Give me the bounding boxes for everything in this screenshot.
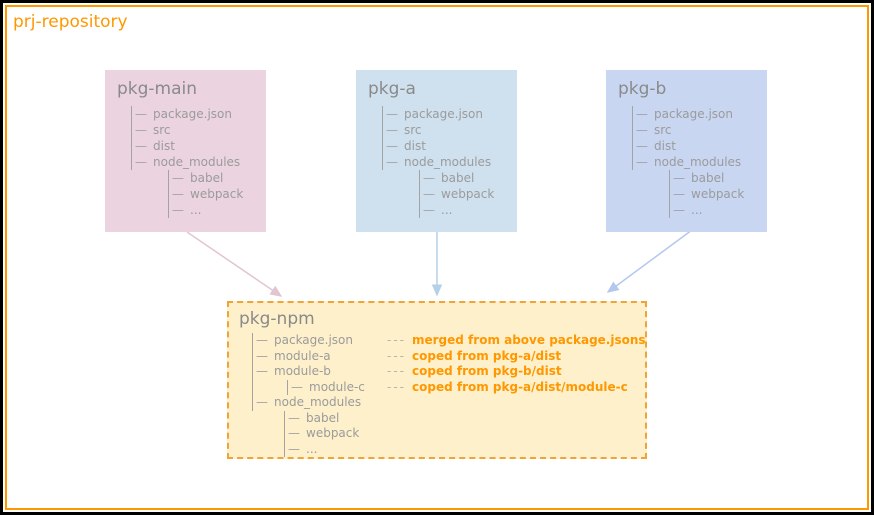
tree-item-package.json: package.json [132, 106, 266, 122]
tree-item-dist: dist [132, 138, 266, 154]
annotation: --- coped from pkg-a/dist/module-c [387, 380, 628, 396]
tree-item-label: node_modules [633, 155, 741, 169]
tree-item-label: webpack [169, 187, 243, 201]
tree-item-label: ... [670, 203, 702, 217]
tree-sub-branch: module-c [287, 379, 365, 395]
tree-item-label: node_modules [383, 155, 491, 169]
tree-item-label: module-b [253, 364, 331, 378]
tree-item-label: package.json [253, 333, 353, 347]
diagram-canvas: prj-repository pkg-main package.json src d… [3, 3, 871, 512]
tree-item-label: dist [132, 139, 175, 153]
annotation-text: coped from pkg-a/dist/module-c [412, 379, 628, 394]
tree-item-label: ... [169, 203, 201, 217]
tree-item-label: ... [420, 203, 452, 217]
tree-item-label: babel [420, 171, 474, 185]
annotation-dash: --- [387, 333, 406, 347]
tree-item-node_modules: node_modules [633, 154, 767, 170]
tree-item-package.json: package.json [633, 106, 767, 122]
tree-item-...: ... [169, 202, 266, 218]
tree-item-node_modules: node_modules [253, 395, 645, 411]
annotation-dash: --- [387, 364, 406, 378]
tree-item-module-b: module-b --- coped from pkg-b/dist [253, 364, 645, 380]
annotation-text: coped from pkg-b/dist [412, 364, 562, 378]
tree-item-label: src [132, 123, 171, 137]
tree-branch: package.json src dist node_modules [131, 106, 266, 170]
annotation: --- coped from pkg-b/dist [387, 364, 562, 380]
tree-item-src: src [132, 122, 266, 138]
tree-item-label: dist [633, 139, 676, 153]
pkg-b-file-tree: package.json src dist node_modules babel web… [632, 106, 767, 218]
tree-branch: package.json src dist node_modules [382, 106, 517, 170]
annotation: --- coped from pkg-a/dist [387, 349, 561, 365]
pkg-npm-box: pkg-npm package.json --- merged from above… [227, 301, 647, 459]
arrow-pkg-main-to-npm [186, 231, 283, 297]
tree-item-label: dist [383, 139, 426, 153]
pkg-main-file-tree: package.json src dist node_modules babel web… [131, 106, 266, 218]
arrow-pkg-b-to-npm [606, 229, 693, 293]
annotation: --- merged from above package.jsons [387, 333, 646, 349]
tree-item-package.json: package.json [383, 106, 517, 122]
tree-item-label: babel [169, 171, 223, 185]
tree-item-label: webpack [670, 187, 744, 201]
tree-item-webpack: webpack [285, 426, 645, 442]
tree-item-webpack: webpack [169, 186, 266, 202]
tree-item-module-a: module-a --- coped from pkg-a/dist [253, 349, 645, 365]
tree-item-babel: babel [285, 411, 645, 427]
pkg-npm-title: pkg-npm [239, 309, 315, 329]
tree-item-src: src [383, 122, 517, 138]
tree-item-label: webpack [285, 426, 359, 440]
tree-item-label: src [383, 123, 422, 137]
pkg-npm-file-tree: package.json --- merged from above package… [252, 333, 646, 458]
annotation-text: coped from pkg-a/dist [412, 348, 562, 363]
tree-item-dist: dist [383, 138, 517, 154]
tree-item-...: ... [285, 442, 645, 458]
pkg-a-title: pkg-a [368, 79, 416, 99]
tree-branch-nested: babel webpack... [168, 170, 266, 218]
tree-item-...: ... [670, 202, 767, 218]
tree-branch: package.json --- merged from above package… [252, 333, 646, 411]
tree-item-label: package.json [633, 107, 733, 121]
pkg-a-file-tree: package.json src dist node_modules babel web… [382, 106, 517, 218]
tree-item-src: src [633, 122, 767, 138]
pkg-b-title: pkg-b [618, 79, 667, 99]
annotation-dash: --- [387, 379, 406, 394]
tree-item-webpack: webpack [420, 186, 517, 202]
tree-item-label: module-a [253, 349, 331, 363]
tree-item-babel: babel [169, 170, 266, 186]
tree-branch: package.json src dist node_modules [632, 106, 767, 170]
tree-branch-nested: babel webpack... [419, 170, 517, 218]
tree-item-package.json: package.json --- merged from above package… [253, 333, 646, 349]
pkg-main-title: pkg-main [117, 79, 198, 99]
pkg-a-box: pkg-a package.json src dist node_modules ba… [356, 70, 517, 232]
tree-item-module-c: module-c --- coped from pkg-a/dist/module-… [253, 379, 645, 396]
tree-item-babel: babel [670, 170, 767, 186]
tree-item-label: babel [670, 171, 724, 185]
tree-branch-nested: babel webpack... [669, 170, 767, 218]
tree-item-label: module-c [288, 380, 365, 394]
tree-item-node_modules: node_modules [132, 154, 266, 170]
tree-item-label: src [633, 123, 672, 137]
tree-item-label: node_modules [253, 395, 361, 409]
tree-item-label: ... [285, 442, 317, 456]
annotation-text: merged from above package.jsons [412, 333, 646, 347]
pkg-b-box: pkg-b package.json src dist node_modules ba… [606, 70, 767, 232]
tree-item-...: ... [420, 202, 517, 218]
tree-branch-nested: babelwebpack... [284, 410, 645, 458]
tree-item-node_modules: node_modules [383, 154, 517, 170]
pkg-main-box: pkg-main package.json src dist node_modules… [105, 70, 266, 232]
tree-item-label: package.json [132, 107, 232, 121]
tree-item-babel: babel [420, 170, 517, 186]
tree-item-label: babel [285, 411, 339, 425]
tree-item-label: webpack [420, 187, 494, 201]
tree-item-webpack: webpack [670, 186, 767, 202]
tree-item-label: node_modules [132, 155, 240, 169]
tree-item-dist: dist [633, 138, 767, 154]
annotation-dash: --- [387, 348, 406, 363]
page-title: prj-repository [13, 12, 128, 32]
tree-item-label: package.json [383, 107, 483, 121]
